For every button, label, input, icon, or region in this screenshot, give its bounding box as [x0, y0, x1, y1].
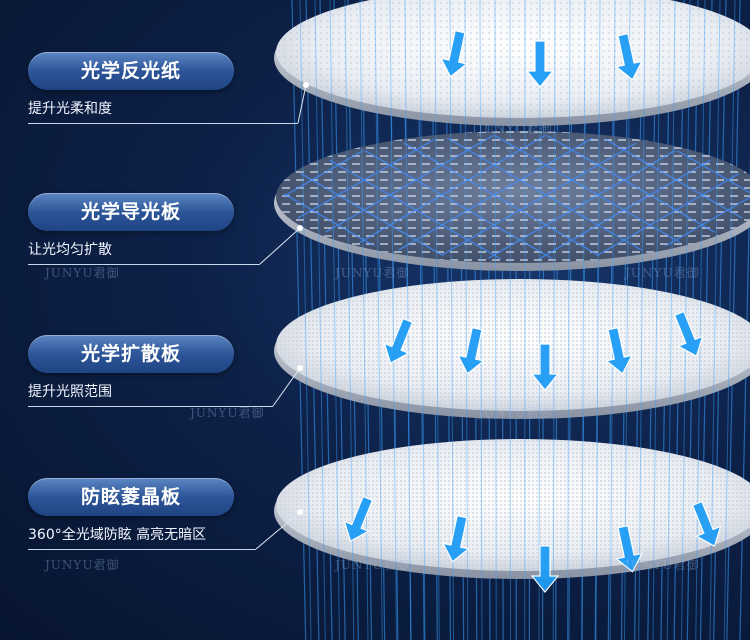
label-underline — [28, 264, 260, 265]
down-arrow-icon — [673, 310, 704, 358]
down-arrow-icon — [442, 514, 470, 563]
light-arrows — [299, 0, 736, 640]
label-diffuser-plate: 光学扩散板 提升光照范围 — [0, 335, 300, 425]
arrow-shape — [343, 495, 374, 543]
light-ray — [329, 0, 340, 640]
diffuser-plate-disc — [274, 279, 750, 419]
down-arrow-icon — [343, 495, 374, 543]
label-reflective-paper: 光学反光纸 提升光柔和度 — [0, 52, 300, 142]
light-ray — [314, 0, 326, 640]
layer-title-diffuser-plate: 光学扩散板 — [28, 335, 234, 373]
down-arrow-icon — [615, 32, 643, 81]
label-underline — [28, 123, 298, 124]
leader-line — [255, 511, 301, 550]
arrow-shape — [673, 310, 704, 358]
light-ray — [581, 0, 586, 640]
label-light-guide-plate: 光学导光板 让光均匀扩散 — [0, 193, 300, 283]
layer-title-anti-glare-prism-plate: 防眩菱晶板 — [28, 478, 234, 516]
layer-subtitle-light-guide-plate: 让光均匀扩散 — [28, 242, 112, 258]
light-ray — [723, 0, 736, 640]
down-arrow-icon — [525, 40, 555, 88]
light-ray — [434, 0, 440, 640]
reflective-paper-disc — [274, 0, 750, 126]
leader-line — [259, 227, 301, 265]
light-ray — [509, 0, 511, 640]
leader-dot — [297, 509, 303, 515]
light-ray — [695, 0, 706, 640]
light-ray — [464, 0, 469, 640]
light-ray — [652, 0, 661, 640]
arrow-shape — [442, 514, 470, 563]
watermark: JUNYU君御 — [478, 406, 553, 420]
watermark: JUNYU君御 — [625, 558, 700, 572]
disc-pattern — [284, 135, 750, 259]
light-ray — [479, 0, 483, 640]
light-ray — [595, 0, 601, 640]
layer-subtitle-diffuser-plate: 提升光照范围 — [28, 384, 112, 400]
arrow-shape — [615, 524, 643, 573]
light-ray — [567, 0, 571, 640]
down-arrow-icon — [691, 500, 722, 548]
down-arrow-icon — [530, 545, 560, 593]
light-ray — [419, 0, 426, 640]
light-ray — [552, 0, 556, 640]
arrow-shape — [691, 500, 722, 548]
disc-texture — [276, 0, 750, 118]
leader-dot — [303, 82, 309, 88]
arrow-shape — [457, 326, 485, 375]
leader-line — [297, 84, 307, 124]
light-ray — [666, 0, 676, 640]
watermark: JUNYU君御 — [478, 122, 553, 136]
layer-subtitle-anti-glare-prism-plate: 360°全光域防眩 高亮无暗区 — [28, 527, 207, 543]
down-arrow-icon — [530, 343, 560, 391]
down-arrow-icon — [457, 326, 485, 375]
label-anti-glare-prism-plate: 防眩菱晶板 360°全光域防眩 高亮无暗区 — [0, 478, 300, 568]
light-ray — [538, 0, 541, 640]
light-ray — [359, 0, 369, 640]
layer-discs — [274, 0, 750, 579]
layer-subtitle-reflective-paper: 提升光柔和度 — [28, 101, 112, 117]
watermark: JUNYU君御 — [45, 266, 120, 280]
leader-line — [272, 367, 301, 407]
down-arrow-icon — [605, 326, 633, 375]
layer-title-reflective-paper: 光学反光纸 — [28, 52, 234, 90]
leader-dot — [297, 365, 303, 371]
watermark: JUNYU君御 — [190, 406, 265, 420]
arrow-shape — [530, 545, 560, 593]
light-ray — [609, 0, 616, 640]
down-arrow-icon — [383, 317, 414, 365]
light-guide-plate-disc — [274, 131, 750, 271]
arrow-shape — [530, 343, 560, 391]
light-ray — [494, 0, 497, 640]
arrow-shape — [383, 317, 414, 365]
disc-texture — [276, 439, 750, 571]
down-arrow-icon — [440, 29, 468, 78]
arrow-shape — [615, 32, 643, 81]
arrow-shape — [605, 326, 633, 375]
watermark: JUNYU君御 — [335, 266, 410, 280]
watermark: JUNYU君御 — [335, 558, 410, 572]
arrow-shape — [440, 29, 468, 78]
watermark: JUNYU君御 — [625, 266, 700, 280]
label-underline — [28, 549, 256, 550]
down-arrow-icon — [615, 524, 643, 573]
label-underline — [28, 406, 273, 407]
leader-lines — [255, 82, 309, 550]
layer-title-light-guide-plate: 光学导光板 — [28, 193, 234, 231]
arrow-shape — [525, 40, 555, 88]
light-ray — [374, 0, 383, 640]
leader-dot — [297, 225, 303, 231]
light-ray — [389, 0, 397, 640]
light-ray — [638, 0, 646, 640]
watermark: JUNYU君御 — [45, 558, 120, 572]
disc-texture — [276, 279, 750, 411]
